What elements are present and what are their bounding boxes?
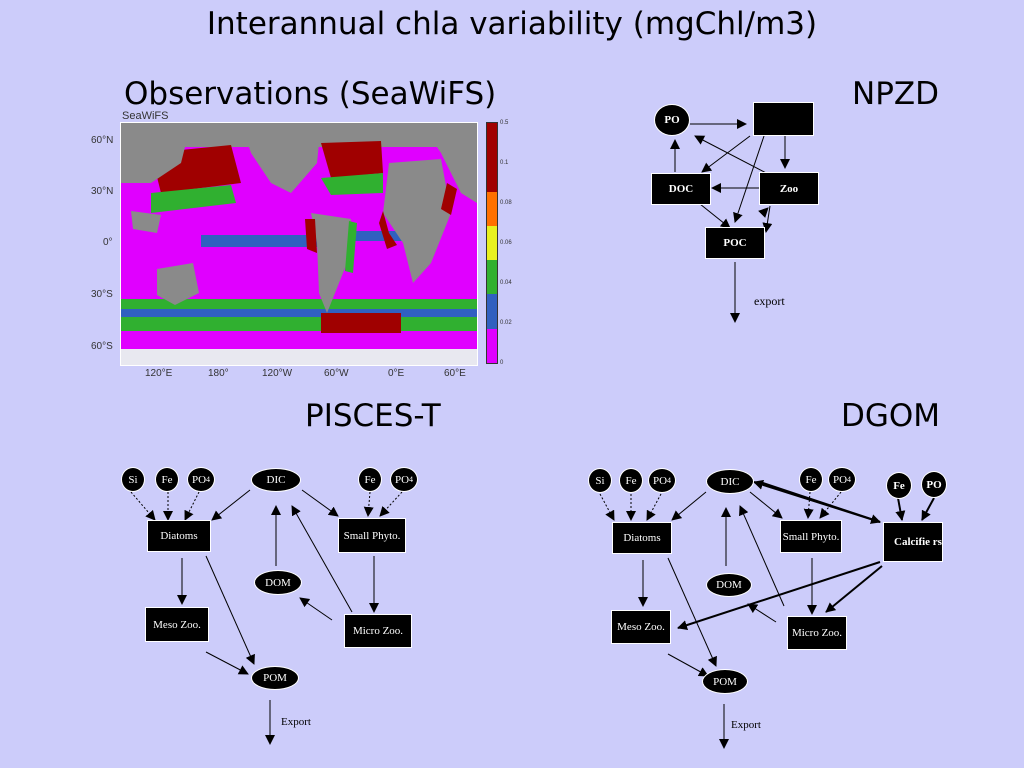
- colorbar-tick: 0.08: [500, 200, 512, 206]
- pisces-heading: PISCES-T: [305, 398, 441, 434]
- lon-tick: 180°: [208, 368, 229, 379]
- pisces-meso-node: Meso Zoo.: [145, 607, 209, 642]
- dgom-po3-node: PO: [921, 471, 947, 498]
- dgom-fe3-node: Fe: [886, 472, 912, 499]
- dgom-po4-label: PO: [652, 474, 668, 487]
- dgom-fe2-node: Fe: [799, 467, 823, 492]
- pisces-dic-node: DIC: [251, 468, 301, 492]
- colorbar-tick: 0.04: [500, 280, 512, 286]
- colorbar-segment: [487, 123, 497, 192]
- colorbar: [486, 122, 498, 364]
- lon-tick: 0°E: [388, 368, 405, 379]
- pisces-fe2-node: Fe: [358, 467, 382, 492]
- colorbar-segment: [487, 225, 497, 261]
- pisces-po4-sub: 4: [206, 475, 211, 484]
- dgom-heading: DGOM: [841, 398, 941, 434]
- dgom-micro-node: Micro Zoo.: [787, 616, 847, 650]
- colorbar-segment: [487, 260, 497, 295]
- lat-tick: 60°N: [91, 135, 114, 146]
- colorbar-segment: [487, 294, 497, 329]
- lon-tick: 120°W: [262, 368, 293, 379]
- observations-heading: Observations (SeaWiFS): [124, 76, 497, 112]
- pisces-fe-node: Fe: [155, 467, 179, 492]
- dgom-meso-node: Meso Zoo.: [611, 610, 671, 644]
- lat-tick: 30°N: [91, 186, 114, 197]
- lat-tick: 30°S: [91, 289, 113, 300]
- dgom-si-node: Si: [588, 468, 612, 493]
- colorbar-segment: [487, 191, 497, 226]
- dgom-po4b-label: PO: [832, 473, 848, 486]
- pisces-small-phyto-node: Small Phyto.: [338, 518, 406, 553]
- lon-tick: 60°E: [444, 368, 466, 379]
- pisces-po4b-sub: 4: [409, 475, 414, 484]
- colorbar-tick: 0.5: [500, 120, 509, 126]
- dgom-dic-node: DIC: [706, 469, 754, 494]
- slide-title: Interannual chla variability (mgChl/m3): [206, 6, 818, 42]
- pisces-micro-node: Micro Zoo.: [344, 614, 412, 648]
- npzd-phyto-node: [753, 102, 814, 136]
- lat-tick: 0°: [103, 237, 113, 248]
- npzd-heading: NPZD: [852, 76, 939, 112]
- npzd-doc-node: DOC: [651, 173, 711, 205]
- pisces-po4b-label: PO: [394, 473, 410, 486]
- dgom-small-phyto-node: Small Phyto.: [780, 520, 842, 553]
- dgom-fe-node: Fe: [619, 468, 643, 493]
- colorbar-tick: 0.06: [500, 240, 512, 246]
- colorbar-segment: [487, 328, 497, 363]
- lon-tick: 60°W: [324, 368, 349, 379]
- colorbar-tick: 0.02: [500, 320, 512, 326]
- dgom-dom-node: DOM: [706, 573, 752, 597]
- npzd-po-node: PO: [654, 104, 690, 136]
- dgom-calcifiers-node: Calcifie rs: [883, 522, 943, 562]
- lat-tick: 60°S: [91, 341, 113, 352]
- colorbar-tick: 0: [500, 360, 504, 366]
- map-source-label: SeaWiFS: [122, 110, 169, 122]
- pisces-si-node: Si: [121, 467, 145, 492]
- dgom-pom-node: POM: [702, 669, 748, 694]
- pisces-po4-label: PO: [191, 473, 207, 486]
- dgom-export-label: Export: [731, 719, 761, 731]
- npzd-export-label: export: [754, 294, 785, 308]
- pisces-diatoms-node: Diatoms: [147, 520, 211, 552]
- pisces-pom-node: POM: [251, 666, 299, 690]
- colorbar-tick: 0.1: [500, 160, 509, 166]
- npzd-poc-node: POC: [705, 227, 765, 259]
- dgom-po4b-sub: 4: [847, 475, 852, 484]
- dgom-po4-sub: 4: [667, 476, 672, 485]
- pisces-dom-node: DOM: [254, 570, 302, 595]
- npzd-zoo-node: Zoo: [759, 172, 819, 205]
- pisces-export-label: Export: [281, 716, 311, 728]
- lon-tick: 120°E: [145, 368, 173, 379]
- chlorophyll-map: [121, 123, 477, 365]
- dgom-diatoms-node: Diatoms: [612, 522, 672, 554]
